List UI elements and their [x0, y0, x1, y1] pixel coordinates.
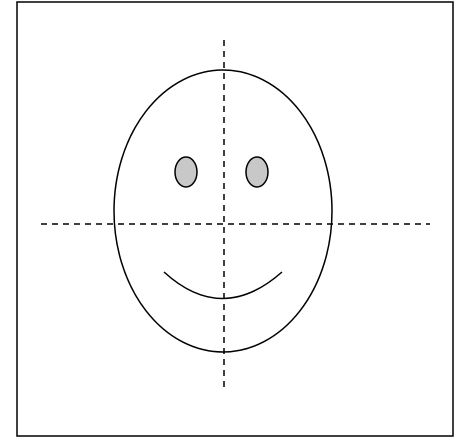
- left-eye: [175, 157, 197, 187]
- face-outline: [114, 70, 332, 352]
- right-eye: [246, 157, 268, 187]
- frame: [17, 2, 453, 436]
- mouth: [164, 272, 282, 299]
